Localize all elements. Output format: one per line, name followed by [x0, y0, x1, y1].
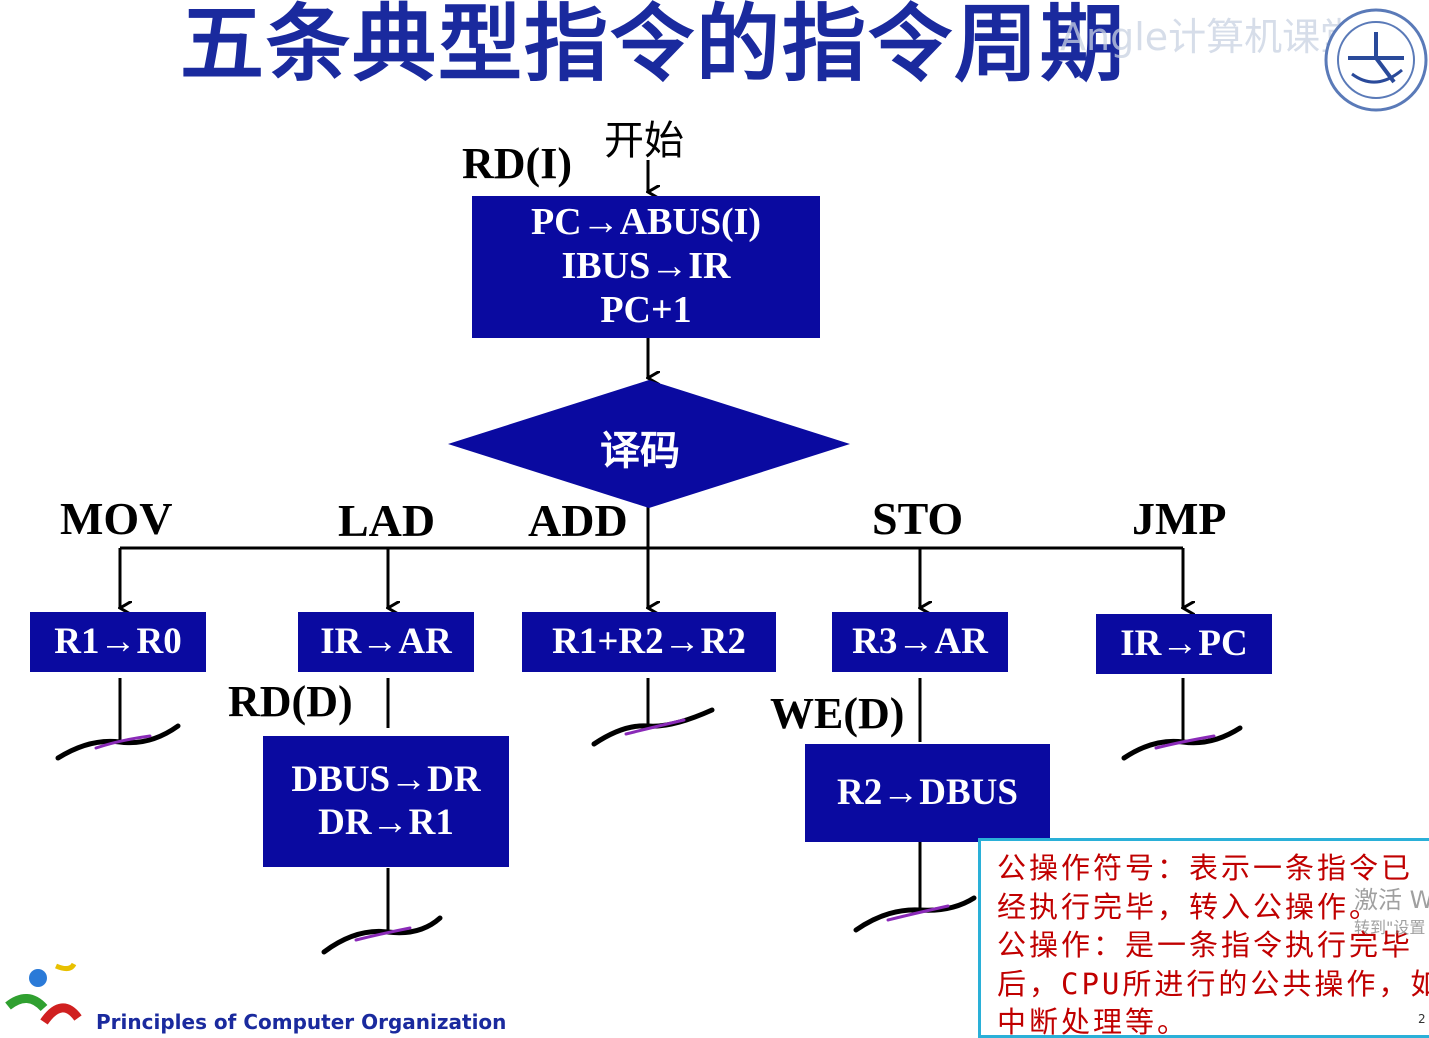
watermark-text: Angle计算机课堂 [1060, 15, 1359, 59]
fetch-step-3: PC+1 [600, 288, 692, 331]
jmp-exec-box: IR→PC [1096, 614, 1272, 674]
os-activation-watermark-sub: 转到"设置 [1354, 918, 1426, 937]
page-number: 2 [1418, 1012, 1426, 1026]
start-label: 开始 [604, 118, 684, 164]
decode-label: 译码 [600, 428, 680, 474]
footer-course-title: Principles of Computer Organization [96, 1010, 507, 1034]
os-activation-watermark: 激活 W [1354, 886, 1429, 914]
mov-exec-box: R1→R0 [30, 612, 206, 672]
opcode-add: ADD [528, 495, 628, 546]
note-line-5: 中断处理等。 [997, 1005, 1190, 1038]
page-title: 五条典型指令的指令周期 [180, 0, 1127, 93]
opcode-jmp: JMP [1132, 493, 1227, 544]
fetch-signal-label: RD(I) [462, 139, 572, 188]
note-line-2: 经执行完毕，转入公操作。 [997, 889, 1382, 924]
lad-memory-step-2: DR→R1 [318, 801, 454, 843]
lad-memory-box: DBUS→DR DR→R1 [263, 736, 509, 867]
lad-read-signal: RD(D) [228, 677, 353, 726]
opcode-mov: MOV [60, 493, 173, 544]
fetch-step-1: PC→ABUS(I) [530, 201, 762, 244]
decode-diamond [448, 380, 850, 508]
opcode-sto: STO [872, 493, 964, 544]
sto-exec-text: R3→AR [852, 620, 988, 662]
lad-exec-text: IR→AR [320, 620, 452, 662]
note-line-1: 公操作符号：表示一条指令已 [997, 851, 1414, 885]
opcode-lad: LAD [338, 495, 436, 546]
sto-write-signal: WE(D) [770, 689, 905, 738]
jmp-exec-text: IR→PC [1120, 622, 1248, 664]
fetch-step-2: IBUS→IR [561, 245, 731, 288]
sto-memory-box: R2→DBUS [805, 744, 1050, 842]
note-box: 公操作符号：表示一条指令已 经执行完毕，转入公操作。 公操作：是一条指令执行完毕… [978, 838, 1429, 1038]
note-line-4: 后，CPU所进行的公共操作，如 [997, 966, 1429, 1001]
add-exec-box: R1+R2→R2 [522, 612, 776, 672]
university-seal-logo [1324, 8, 1428, 112]
add-exec-text: R1+R2→R2 [552, 620, 746, 662]
note-line-3: 公操作：是一条指令执行完毕 [997, 928, 1414, 962]
lad-exec-box: IR→AR [298, 612, 474, 672]
sto-exec-box: R3→AR [832, 612, 1008, 672]
fetch-box: PC→ABUS(I) IBUS→IR PC+1 [472, 196, 820, 338]
course-logo-icon [5, 962, 82, 1025]
sto-memory-step-1: R2→DBUS [837, 771, 1018, 813]
mov-exec-text: R1→R0 [54, 620, 182, 662]
lad-memory-step-1: DBUS→DR [291, 758, 481, 800]
